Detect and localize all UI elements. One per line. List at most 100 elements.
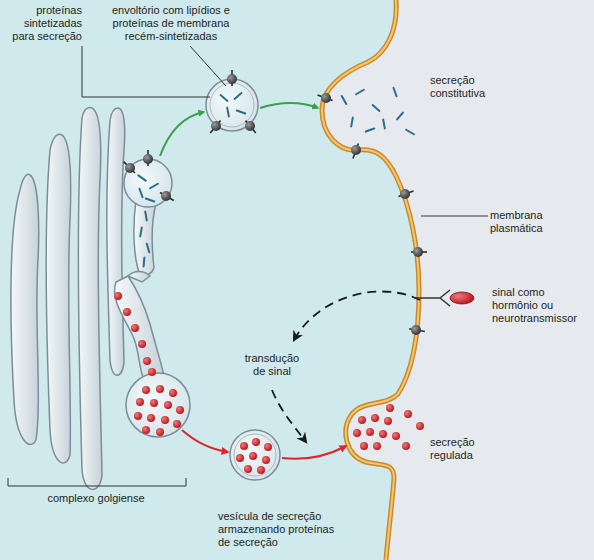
constitutive-protein — [406, 130, 414, 135]
callout-label: membrana plasmática — [490, 209, 570, 235]
protein-sphere — [413, 247, 423, 257]
secretory-vesicle — [230, 430, 280, 480]
constitutive-protein — [143, 258, 146, 267]
protein-sphere — [125, 163, 135, 173]
dashed-signal-arrow — [272, 390, 306, 442]
process-label: secreção regulada — [430, 436, 492, 462]
secretory-protein — [264, 443, 272, 451]
constitutive-protein — [145, 212, 147, 221]
secretory-protein — [142, 426, 150, 434]
membrane-protein — [143, 150, 153, 166]
group-label: complexo golgiense — [40, 492, 152, 505]
secretory-protein — [371, 414, 379, 422]
constitutive-protein — [356, 90, 364, 95]
secretory-protein — [138, 340, 146, 348]
secretory-protein — [161, 416, 169, 424]
constitutive-protein — [393, 88, 396, 96]
secretory-protein — [249, 452, 257, 460]
green-arrow — [160, 112, 204, 156]
leader-lines — [8, 46, 488, 486]
protein-sphere — [227, 74, 237, 84]
secretory-protein — [402, 442, 410, 450]
constitutive-protein — [373, 105, 380, 111]
secretory-protein — [404, 410, 412, 418]
constitutive-protein — [383, 120, 385, 129]
red-arrow — [282, 446, 346, 459]
bracket — [8, 478, 186, 486]
golgi-cisterna — [46, 134, 71, 463]
callout-label: sinal como hormônio ou neurotransmissor — [492, 286, 590, 325]
secretory-protein — [156, 428, 164, 436]
constitutive-protein — [138, 175, 145, 180]
constitutive-protein — [140, 228, 142, 237]
secretory-protein — [164, 401, 172, 409]
golgi-tubule — [134, 200, 156, 275]
secretory-protein — [244, 465, 252, 473]
secretory-protein — [240, 442, 248, 450]
protein-spike — [210, 121, 220, 133]
red-arrow — [182, 430, 228, 452]
secretory-protein — [360, 442, 368, 450]
secretory-protein — [416, 422, 424, 430]
secretory-protein — [123, 308, 131, 316]
budding-secretory-vesicle — [126, 373, 190, 437]
extracellular-space — [322, 0, 594, 560]
constitutive-protein — [227, 108, 229, 117]
protein-sphere — [211, 121, 221, 131]
budding-vesicle — [124, 159, 172, 207]
protein-sphere — [143, 154, 153, 164]
secretory-protein — [358, 416, 366, 424]
secretory-protein — [156, 385, 164, 393]
secretory-protein — [147, 414, 155, 422]
protein-sphere — [161, 191, 171, 201]
protein-sphere — [411, 325, 421, 335]
secretory-protein — [114, 292, 122, 300]
membrane-protein — [245, 121, 256, 133]
leader-line — [421, 216, 488, 217]
callout-label: vesícula de secreção armazenando proteín… — [218, 510, 344, 549]
golgi-cisterna — [78, 108, 102, 490]
secretory-protein — [373, 442, 381, 450]
constitutive-protein — [147, 244, 149, 253]
golgi-cisterna — [107, 108, 125, 375]
protein-spike — [246, 121, 256, 133]
leader-line — [190, 46, 226, 86]
membrane-protein — [409, 325, 425, 335]
secretory-protein — [142, 386, 150, 394]
constitutive-protein — [397, 113, 403, 120]
constitutive-protein — [351, 118, 353, 127]
secretory-protein — [392, 432, 400, 440]
constitutive-protein — [235, 93, 242, 99]
pathway-arrows — [160, 103, 420, 459]
callout-label: proteínas sintetizadas para secreção — [2, 4, 82, 43]
secretory-protein — [150, 399, 158, 407]
secretory-protein — [148, 368, 156, 376]
transport-vesicle — [206, 79, 258, 131]
secretory-protein — [169, 389, 177, 397]
constitutive-protein — [150, 184, 158, 189]
receptor — [414, 290, 474, 306]
signal-molecule — [450, 292, 474, 304]
membrane-protein — [351, 143, 361, 158]
secretory-protein — [176, 406, 184, 414]
constitutive-protein — [139, 189, 142, 197]
leader-line — [82, 46, 210, 97]
membrane-protein — [398, 189, 413, 199]
callout-label: envoltório com lipídios e proteínas de m… — [98, 4, 244, 43]
secretory-protein — [379, 430, 387, 438]
constitutive-protein — [366, 128, 374, 131]
secretory-protein — [136, 398, 144, 406]
secretory-protein — [134, 412, 142, 420]
constitutive-protein — [221, 95, 228, 101]
golgi-cisterna — [11, 174, 39, 444]
plasma-membrane-core — [322, 0, 419, 560]
secretory-protein — [262, 456, 270, 464]
secretory-protein — [384, 417, 392, 425]
membrane-protein — [411, 247, 427, 257]
secretory-protein — [257, 466, 265, 474]
golgi-tubule — [128, 272, 150, 283]
protein-sphere — [321, 93, 331, 103]
